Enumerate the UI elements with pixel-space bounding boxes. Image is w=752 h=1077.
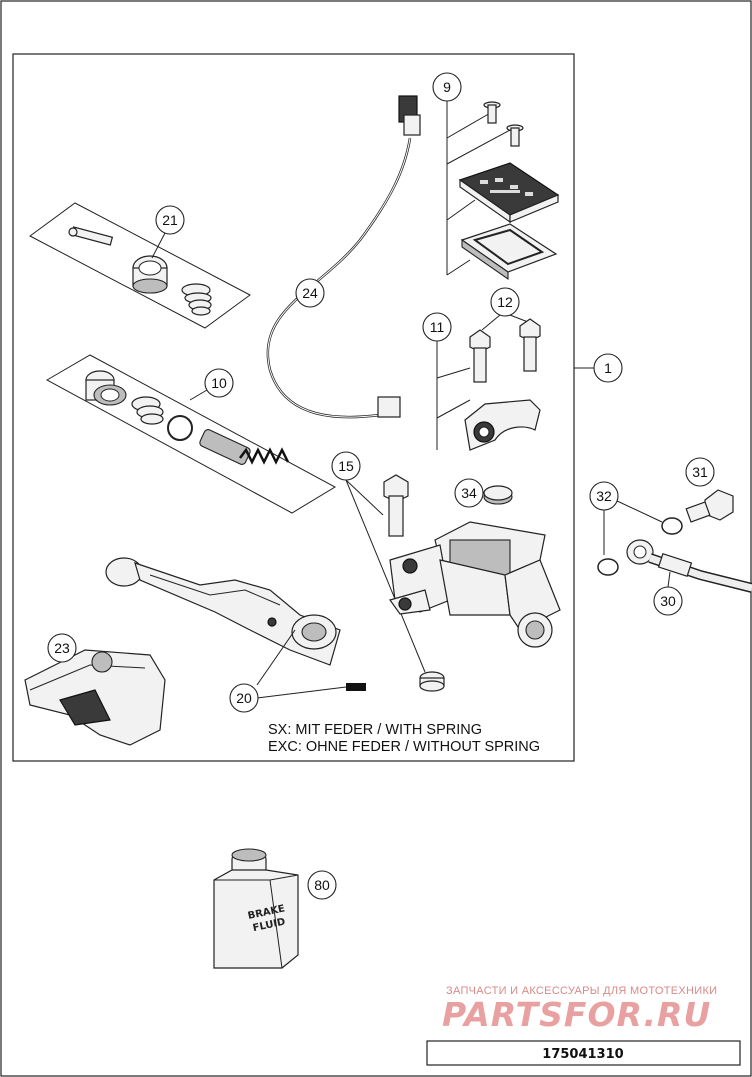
diaphragm	[460, 223, 558, 281]
callout-1: 1	[604, 360, 612, 376]
callout-34: 34	[461, 485, 477, 501]
washer-2	[597, 558, 619, 576]
doc-number: 175041310	[542, 1047, 623, 1062]
cover-screw-2	[506, 124, 524, 147]
pivot-bolt	[383, 474, 409, 537]
watermark-logo: PARTSFOR.RU	[442, 995, 711, 1034]
piston-with-spring	[199, 429, 290, 465]
reservoir-cover	[458, 162, 560, 224]
callout-12: 12	[497, 294, 513, 310]
footer: 175041310	[426, 1040, 741, 1066]
brake-fluid-bottle: BRAKE FLUID 80	[213, 848, 337, 969]
callout-23: 23	[54, 640, 70, 656]
kit-10: 10	[45, 354, 337, 514]
doc-number-box	[426, 1040, 741, 1066]
note-exc: EXC: OHNE FEDER / WITHOUT SPRING	[268, 739, 540, 755]
boot	[131, 396, 164, 425]
reservoir-plug: 34	[454, 478, 513, 508]
kit-21: 21	[29, 202, 251, 329]
pivot-bolt-group: 15	[331, 451, 445, 692]
callout-30: 30	[660, 593, 676, 609]
piston-cup	[132, 255, 168, 294]
callout-24: 24	[302, 285, 318, 301]
callout-10: 10	[211, 375, 227, 391]
circlip	[167, 415, 193, 441]
callout-80: 80	[314, 877, 330, 893]
reservoir-cover-group: 9	[432, 72, 560, 281]
brake-lever: 20	[105, 557, 366, 713]
callout-32: 32	[596, 488, 612, 504]
callout-20: 20	[236, 690, 252, 706]
brake-light-switch-cable: 24	[266, 95, 421, 419]
handlebar-clamp	[464, 399, 541, 451]
pivot-nut	[419, 671, 445, 692]
callout-15: 15	[338, 458, 354, 474]
push-rod	[68, 226, 114, 246]
watermark-caption: ЗАПЧАСТИ И АКСЕССУАРЫ ДЛЯ МОТОТЕХНИКИ	[446, 985, 717, 997]
main-assembly-callout: 1	[574, 353, 623, 383]
cover-screw-1	[483, 101, 501, 124]
callout-21: 21	[162, 212, 178, 228]
note-sx: SX: MIT FEDER / WITH SPRING	[268, 722, 482, 738]
hose-fittings: 31 32 30	[589, 457, 752, 616]
banjo-bolt	[685, 489, 734, 523]
assembly-frame	[12, 53, 575, 762]
clamp-bolt-1	[469, 329, 491, 383]
brake-hose	[626, 539, 752, 593]
callout-31: 31	[692, 464, 708, 480]
clamp-group: 11 12	[422, 287, 541, 451]
callout-9: 9	[443, 79, 451, 95]
washer-1	[661, 517, 683, 535]
seal-cup	[85, 370, 127, 406]
clamp-bolt-2	[519, 318, 541, 372]
callout-21-circle	[155, 205, 185, 235]
watermark: ЗАПЧАСТИ И АКСЕССУАРЫ ДЛЯ МОТОТЕХНИКИ PA…	[442, 985, 717, 1034]
spring-boot	[181, 283, 212, 316]
lever-guard: 23	[24, 633, 166, 746]
master-cylinder-body	[389, 521, 561, 648]
callout-11: 11	[430, 319, 445, 335]
